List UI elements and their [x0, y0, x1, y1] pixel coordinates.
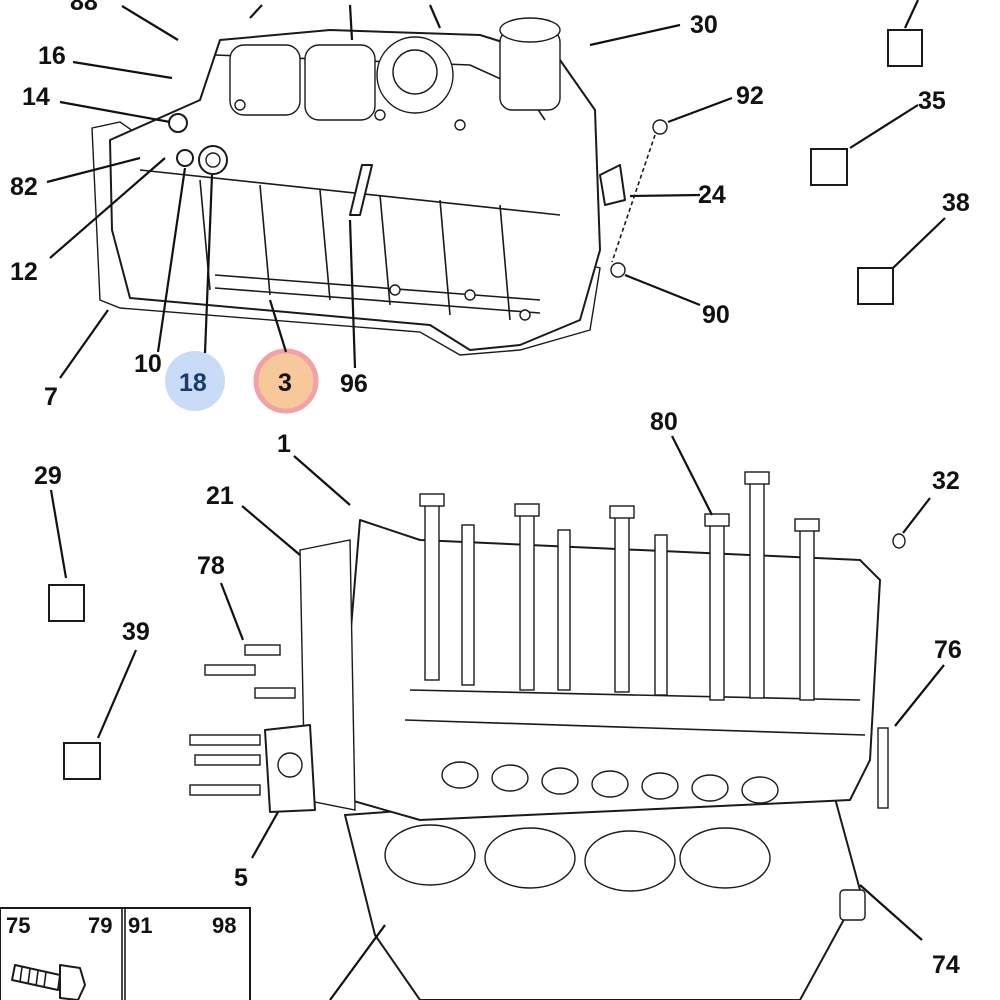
callout-35: 35 — [918, 87, 946, 115]
callout-16: 16 — [38, 42, 66, 70]
callout-32: 32 — [932, 467, 960, 495]
bolt-icon — [11, 964, 86, 1000]
callout-92: 92 — [736, 82, 764, 110]
callout-12: 12 — [10, 258, 38, 286]
callout-96: 96 — [340, 370, 368, 398]
callout-75: 75 — [6, 913, 30, 938]
callout-24: 24 — [698, 181, 726, 209]
callout-18: 18 — [179, 369, 207, 397]
bolt-detail-table — [0, 907, 251, 1000]
callout-38: 38 — [942, 189, 970, 217]
callout-74: 74 — [932, 951, 960, 979]
callout-21: 21 — [206, 482, 234, 510]
callout-14: 14 — [22, 83, 50, 111]
callout-98: 98 — [212, 913, 236, 938]
highlight-18 — [165, 351, 225, 411]
callout-1: 1 — [277, 430, 291, 458]
callout-30: 30 — [690, 11, 718, 39]
head-bolts — [419, 471, 820, 701]
callout-39: 39 — [122, 618, 150, 646]
ref-box-39 — [63, 742, 101, 780]
callout-10: 10 — [134, 350, 162, 378]
callout-79: 79 — [88, 913, 112, 938]
callout-29: 29 — [34, 462, 62, 490]
callout-5: 5 — [234, 864, 248, 892]
callout-78: 78 — [197, 552, 225, 580]
callout-82: 82 — [10, 173, 38, 201]
ref-box-38 — [857, 267, 894, 305]
callout-labels: 88 16 14 82 12 10 18 3 96 7 30 92 24 90 … — [6, 0, 970, 979]
ref-box-29 — [48, 584, 85, 622]
callout-91: 91 — [128, 913, 152, 938]
callout-90: 90 — [702, 301, 730, 329]
ref-box-35 — [810, 148, 848, 186]
cylinder-head-assembly — [189, 471, 906, 1000]
callout-80: 80 — [650, 408, 678, 436]
callout-88: 88 — [70, 0, 98, 16]
ref-box-top-right — [887, 29, 923, 67]
valve-cover-assembly — [91, 17, 668, 356]
callout-3: 3 — [278, 369, 292, 397]
callout-76: 76 — [934, 636, 962, 664]
callout-7: 7 — [44, 383, 58, 411]
leader-lines — [46, 0, 946, 1000]
